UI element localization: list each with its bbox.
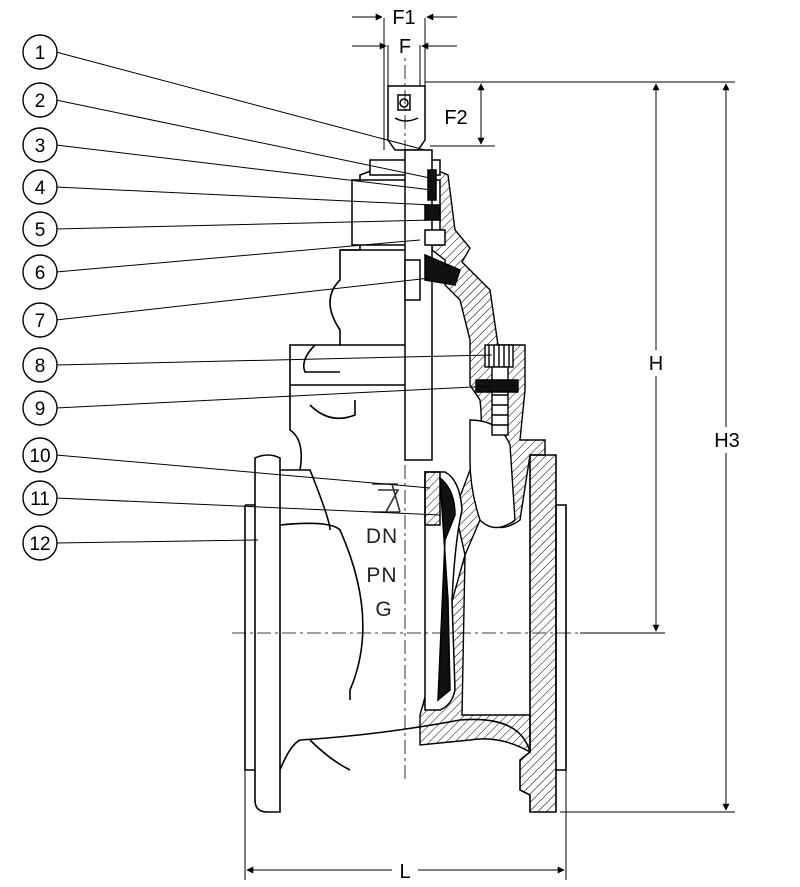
callout-circle bbox=[22, 127, 58, 163]
marking-dn: DN bbox=[366, 525, 398, 548]
wedge-gate bbox=[424, 471, 463, 711]
callout-circle bbox=[22, 525, 58, 561]
body-markings: DN PN G bbox=[366, 483, 401, 621]
callout-circle bbox=[22, 254, 58, 290]
left-flange bbox=[254, 454, 281, 813]
callout-number: 9 bbox=[35, 399, 46, 420]
callout-number: 1 bbox=[35, 43, 46, 64]
dim-label-f2: F2 bbox=[444, 107, 467, 129]
callout-12: 12 bbox=[22, 525, 58, 561]
callout-circle bbox=[22, 82, 58, 118]
callout-number: 4 bbox=[35, 178, 46, 199]
callout-number: 11 bbox=[30, 489, 50, 510]
callout-circle bbox=[22, 211, 58, 247]
dimension-labels: F1 F F2 H H3 L bbox=[388, 4, 746, 884]
callout-3: 3 bbox=[22, 127, 58, 163]
callout-10: 10 bbox=[22, 437, 58, 473]
callout-number: 8 bbox=[35, 356, 46, 377]
callout-7: 7 bbox=[22, 302, 58, 338]
callout-circle bbox=[22, 34, 58, 70]
right-flange bbox=[519, 454, 557, 813]
callout-circle bbox=[22, 390, 58, 426]
dim-label-f: F bbox=[399, 36, 411, 58]
callout-number: 10 bbox=[29, 446, 50, 467]
callout-4: 4 bbox=[22, 169, 58, 205]
callout-number: 6 bbox=[35, 263, 46, 284]
dim-label-f1: F1 bbox=[392, 7, 415, 29]
callout-number: 2 bbox=[35, 91, 46, 112]
callout-circle bbox=[22, 437, 58, 473]
centre-lines bbox=[232, 40, 580, 780]
callout-circle bbox=[22, 169, 58, 205]
callout-8: 8 bbox=[22, 347, 58, 383]
manufacturer-logo bbox=[372, 483, 401, 513]
callout-circle bbox=[22, 347, 58, 383]
callout-number: 12 bbox=[29, 534, 50, 555]
callout-5: 5 bbox=[22, 211, 58, 247]
callout-1: 1 bbox=[22, 34, 58, 70]
callout-6: 6 bbox=[22, 254, 58, 290]
callout-leaders bbox=[55, 51, 493, 544]
dim-label-l: L bbox=[399, 861, 410, 883]
callout-11: 11 bbox=[22, 480, 58, 516]
bolt-washer bbox=[475, 379, 519, 393]
bonnet-bolt bbox=[475, 344, 519, 436]
callout-circle bbox=[22, 302, 58, 338]
callout-number: 3 bbox=[35, 136, 46, 157]
marking-pn: PN bbox=[366, 564, 397, 587]
callout-9: 9 bbox=[22, 390, 58, 426]
o-ring-seal bbox=[427, 169, 437, 201]
dim-label-h: H bbox=[649, 353, 663, 375]
callout-number: 5 bbox=[35, 220, 46, 241]
callout-2: 2 bbox=[22, 82, 58, 118]
valve-body bbox=[244, 159, 567, 813]
callout-number: 7 bbox=[35, 311, 46, 332]
marking-g: G bbox=[375, 598, 392, 621]
stem-assembly bbox=[351, 85, 461, 461]
dim-label-h3: H3 bbox=[714, 430, 740, 452]
callout-circle bbox=[22, 480, 58, 516]
